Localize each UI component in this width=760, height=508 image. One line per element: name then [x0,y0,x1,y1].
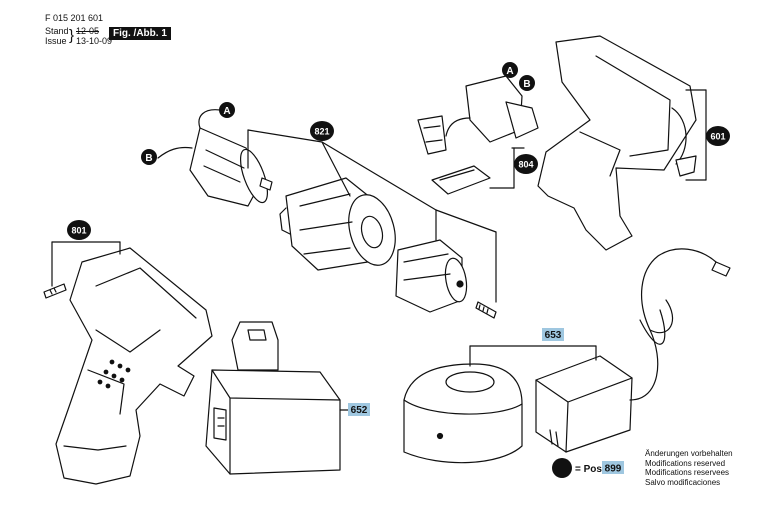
legend-dot [552,458,572,478]
callout-b-switch: B [519,75,535,91]
label-652: 652 [348,403,370,416]
legend-pos-number: 899 [605,464,622,475]
svg-text:A: A [223,106,230,117]
bracket-601 [685,89,707,181]
svg-text:801: 801 [71,226,86,236]
bracket-801 [51,241,121,287]
svg-text:A: A [506,66,513,77]
note-es: Salvo modificaciones [645,477,721,487]
battery-drawing [205,321,341,475]
stand-value: 12-05 [76,26,100,36]
switch-drawing [417,75,539,195]
chuck-drawing [395,239,468,313]
callout-801: 801 [67,220,91,240]
svg-text:821: 821 [314,127,329,137]
charger-base-drawing [403,363,523,464]
chuck-screw-drawing [475,301,497,319]
legend-text: = Pos. [575,464,605,475]
power-adapter-drawing [535,248,731,453]
callout-b-motor: B [141,149,157,165]
note-fr: Modifications reservees [645,468,730,477]
callout-a-motor: A [219,102,235,118]
bracket-821 [247,129,497,303]
svg-text:653: 653 [545,330,562,341]
stand-label: Stand [45,26,69,36]
issue-label: Issue [45,36,67,46]
label-653: 653 [542,328,564,341]
gearbox-drawing [279,177,396,271]
svg-text:804: 804 [518,160,533,170]
callout-a-switch: A [502,62,518,78]
bracket-653 [469,345,597,367]
note-en: Modifications reserved [645,458,726,468]
pos-legend: = Pos. 899 [552,458,624,478]
svg-text:B: B [523,79,530,90]
motor-drawing [157,109,273,207]
left-screw-drawing [43,283,67,299]
brace: } [69,27,75,44]
doc-number: F 015 201 601 [45,13,104,23]
issue-value: 13-10-09 [76,36,113,46]
callout-601: 601 [706,126,730,146]
right-housing-drawing [537,35,697,251]
callout-804: 804 [514,154,538,174]
svg-text:652: 652 [351,405,368,416]
figure-label: Fig. /Abb. 1 [109,27,171,40]
svg-text:B: B [145,153,152,164]
left-housing-drawing [55,247,213,485]
modification-notes: Änderungen vorbehalten Modifications res… [645,449,733,487]
svg-text:601: 601 [710,132,725,142]
callout-821: 821 [310,121,334,141]
note-de: Änderungen vorbehalten [645,449,733,458]
bracket-804 [489,147,525,189]
